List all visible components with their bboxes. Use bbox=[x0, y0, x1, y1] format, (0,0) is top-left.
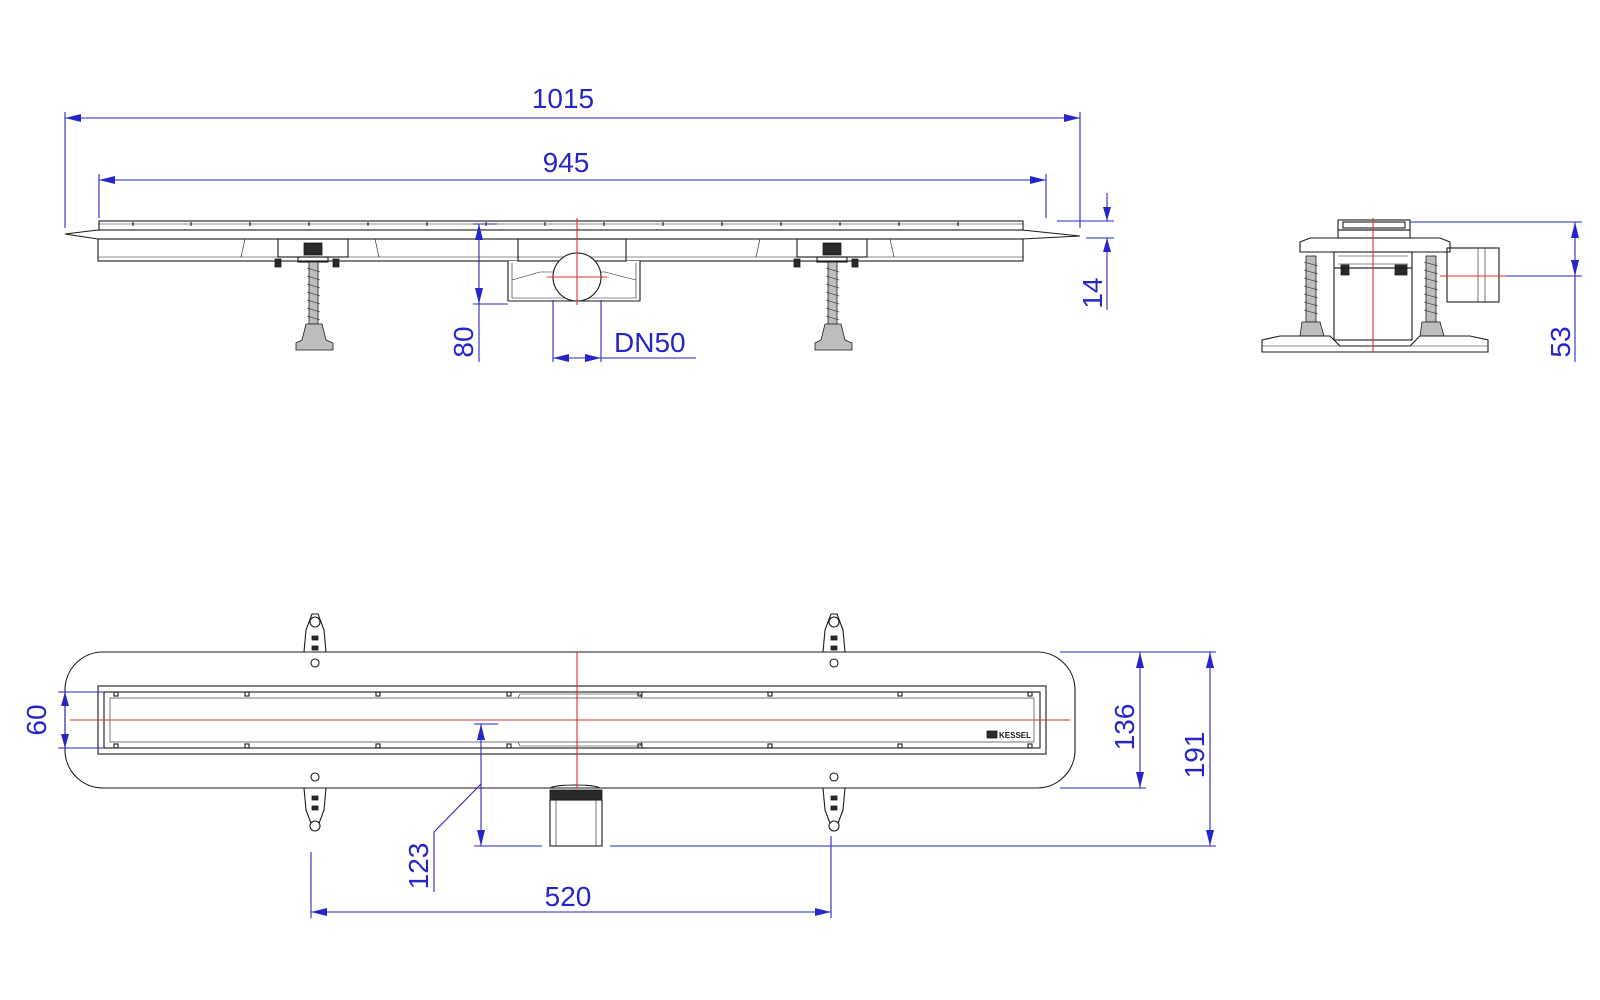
dim-outlet-diameter: DN50 bbox=[552, 300, 696, 362]
dim-grate-length: 945 bbox=[98, 147, 1047, 218]
left-adjustable-foot bbox=[274, 238, 349, 351]
right-adjustable-foot bbox=[793, 238, 868, 351]
plan-view: KESSEL bbox=[21, 613, 1216, 918]
dim-grate-thickness: 14 bbox=[1057, 193, 1114, 310]
brand-label: KESSEL bbox=[999, 731, 1031, 740]
dim-foot-spacing: 520 bbox=[310, 836, 832, 918]
channel-ribs bbox=[240, 238, 895, 258]
front-view: 1015 945 14 80 bbox=[64, 83, 1114, 362]
dim-side-height: 53 bbox=[1410, 221, 1582, 362]
dim-total-width: 191 bbox=[610, 651, 1216, 847]
dim-outlet-offset-label: 123 bbox=[403, 843, 434, 890]
outlet-housing bbox=[507, 238, 641, 302]
dim-side-height-label: 53 bbox=[1545, 326, 1576, 357]
mounting-tab-bottom-right bbox=[822, 772, 846, 832]
dim-overall-length-label: 1015 bbox=[532, 83, 594, 114]
dim-total-width-label: 191 bbox=[1179, 732, 1210, 779]
dim-outlet-diameter-label: DN50 bbox=[614, 327, 686, 358]
mounting-tab-top-left bbox=[303, 613, 327, 668]
plan-outlet-spout bbox=[549, 784, 603, 847]
side-view: 53 bbox=[1261, 218, 1582, 362]
dim-grate-width: 60 bbox=[21, 691, 104, 749]
dim-outlet-height-label: 80 bbox=[448, 326, 479, 357]
dim-grate-length-label: 945 bbox=[543, 147, 590, 178]
dim-outlet-offset: 123 bbox=[403, 723, 542, 892]
dim-overall-length: 1015 bbox=[64, 83, 1081, 228]
grate-slots bbox=[132, 222, 959, 226]
dim-outlet-height: 80 bbox=[448, 223, 508, 362]
dim-flange-width-label: 136 bbox=[1109, 704, 1140, 751]
dim-grate-thickness-label: 14 bbox=[1077, 277, 1108, 308]
grate-markers bbox=[113, 691, 1033, 749]
mounting-tab-top-right bbox=[822, 613, 846, 668]
dim-grate-width-label: 60 bbox=[21, 704, 52, 735]
dim-flange-width: 136 bbox=[1060, 651, 1146, 789]
mounting-tab-bottom-left bbox=[303, 772, 327, 832]
dim-foot-spacing-label: 520 bbox=[545, 881, 592, 912]
